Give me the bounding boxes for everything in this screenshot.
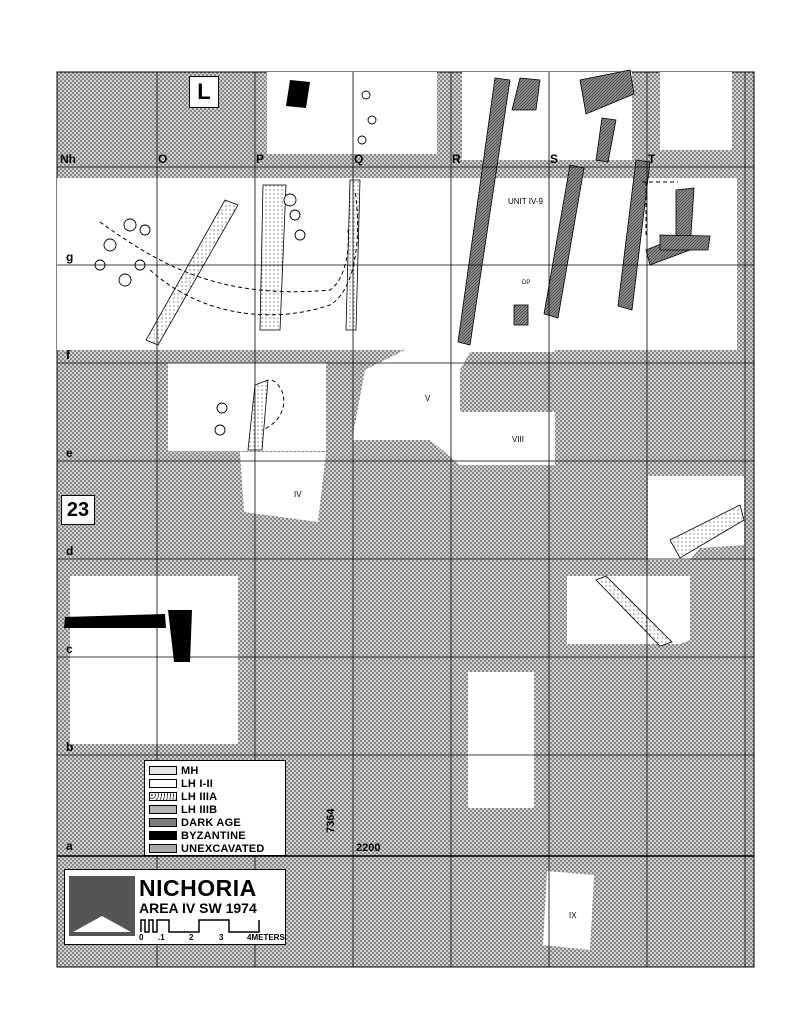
scale-label-4: 4METERS xyxy=(247,933,285,942)
unit-label-dp: DP xyxy=(522,280,531,286)
legend-swatch-lh-iiib xyxy=(149,805,177,814)
legend-item-lh-iiia: LH IIIA xyxy=(149,790,218,803)
unit-label-iv9: UNIT IV-9 xyxy=(508,197,543,206)
row-label-b: b xyxy=(66,740,74,754)
legend-swatch-byzantine xyxy=(149,831,177,840)
wall-byzantine xyxy=(64,80,310,662)
coordinate-east: 2200 xyxy=(356,842,381,854)
row-label-a: a xyxy=(66,839,73,853)
north-arrow-icon xyxy=(69,876,135,936)
sheet-letter-box: L xyxy=(189,76,219,108)
column-label-r: R xyxy=(452,152,461,166)
legend-label: LH IIIB xyxy=(181,803,218,816)
dashed-lines xyxy=(99,181,678,431)
title-block: NICHORIA AREA IV SW 1974 0 .1 2 3 4METER… xyxy=(64,869,286,945)
map-subtitle: AREA IV SW 1974 xyxy=(139,900,257,916)
legend-item-unexcavated: UNEXCAVATED xyxy=(149,842,265,855)
legend-label: LH I-II xyxy=(181,777,213,790)
sheet-number-box: 23 xyxy=(61,495,95,525)
unit-label-v: V xyxy=(425,394,431,403)
row-label-e: e xyxy=(66,446,73,460)
row-label-g: g xyxy=(66,250,74,264)
row-label-d: d xyxy=(66,544,74,558)
legend-item-byzantine: BYZANTINE xyxy=(149,829,246,842)
legend-item-lh-iiib: LH IIIB xyxy=(149,803,218,816)
legend-swatch-lh-iiia xyxy=(149,792,177,801)
unit-label-viii: VIII xyxy=(512,435,525,444)
legend: MH LH I-II LH IIIA LH IIIB DARK AGE BYZA… xyxy=(144,760,286,856)
row-label-c: c xyxy=(66,642,73,656)
scale-bar xyxy=(140,919,260,933)
scale-label-1: .1 xyxy=(158,933,165,942)
coordinate-north: 7364 xyxy=(325,808,337,833)
legend-label: BYZANTINE xyxy=(181,829,246,842)
wall-lh-iiia xyxy=(145,179,745,647)
legend-item-dark-age: DARK AGE xyxy=(149,816,241,829)
legend-swatch-dark-age xyxy=(149,818,177,827)
wall-dark-age-1 xyxy=(457,69,651,346)
legend-label: MH xyxy=(181,764,199,777)
scale-label-0: 0 xyxy=(139,933,144,942)
legend-swatch-lh-i-ii xyxy=(149,779,177,788)
unit-label-iv: IV xyxy=(294,490,302,499)
unit-label-ix: IX xyxy=(569,911,577,920)
excavated-trenches xyxy=(57,72,744,950)
map-title: NICHORIA xyxy=(139,875,257,901)
row-label-f: f xyxy=(66,348,70,362)
column-label-t: T xyxy=(648,152,656,166)
legend-label: DARK AGE xyxy=(181,816,241,829)
legend-item-lh-i-ii: LH I-II xyxy=(149,777,213,790)
legend-swatch-unexcavated xyxy=(149,844,177,853)
column-label-p: P xyxy=(256,152,265,166)
legend-swatch-mh xyxy=(149,766,177,775)
column-label-nh: Nh xyxy=(60,152,76,166)
legend-label: LH IIIA xyxy=(181,790,218,803)
legend-label: UNEXCAVATED xyxy=(181,842,265,855)
column-label-s: S xyxy=(550,152,559,166)
scale-label-2: 2 xyxy=(189,933,194,942)
scale-label-3: 3 xyxy=(219,933,224,942)
column-label-o: O xyxy=(158,152,168,166)
grid-lines xyxy=(57,72,754,967)
column-label-q: Q xyxy=(354,152,364,166)
legend-item-mh: MH xyxy=(149,764,199,777)
